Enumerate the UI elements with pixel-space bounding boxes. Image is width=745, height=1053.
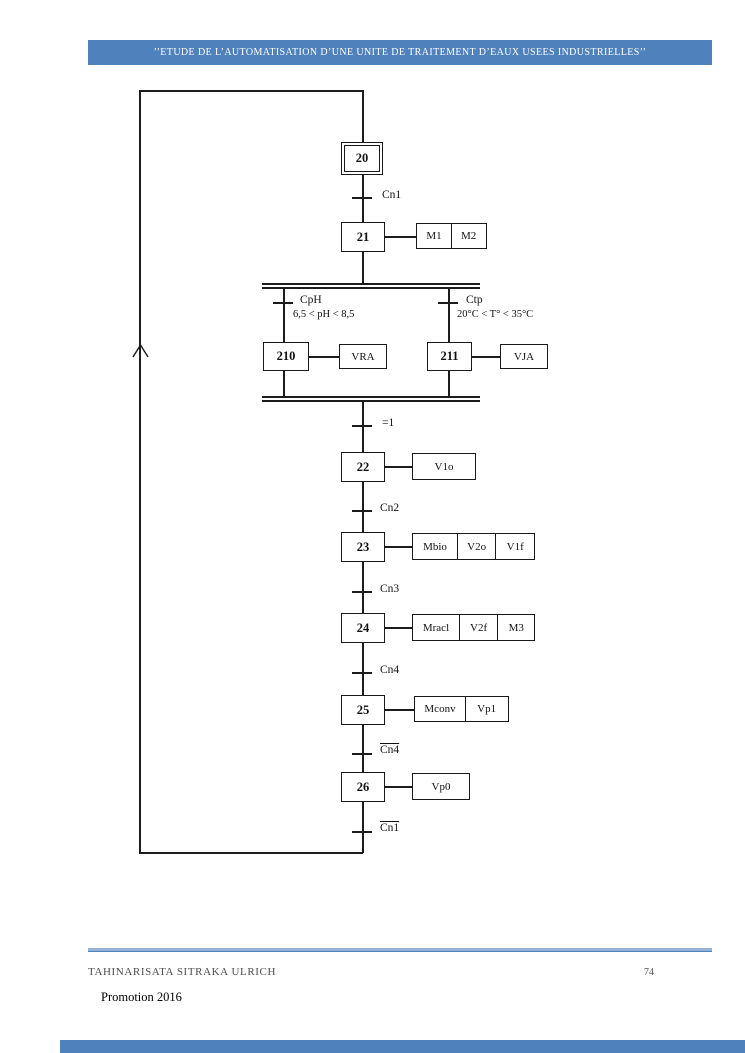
action-box-vra: VRA — [339, 344, 387, 369]
action-box-v1o: V1o — [412, 453, 476, 480]
step-24: 24 — [341, 613, 385, 643]
loop-arrow-up-icon — [132, 344, 149, 358]
parallel-merge-bar — [262, 400, 480, 402]
parallel-split-bar — [262, 283, 480, 285]
action-box-m3: M3 — [497, 614, 536, 641]
flow-line — [362, 802, 364, 853]
footer-divider — [88, 948, 712, 952]
parallel-split-bar — [262, 287, 480, 289]
action-link-line — [309, 356, 339, 358]
flow-line — [362, 175, 364, 222]
footer-page-number: 74 — [644, 967, 654, 978]
action-box-v1f: V1f — [495, 533, 536, 560]
step-21-actions: M1 M2 — [416, 223, 487, 249]
step-25-number: 25 — [356, 702, 370, 717]
step-24-actions: Mracl V2f M3 — [412, 614, 536, 641]
step-22-actions: V1o — [412, 453, 476, 480]
step-26: 26 — [341, 772, 385, 802]
transition-label-cn4: Cn4 — [380, 664, 400, 676]
action-link-line — [385, 786, 412, 788]
transition-label-cn1: Cn1 — [382, 189, 402, 201]
step-22-number: 22 — [356, 459, 370, 474]
branch-line-right — [448, 371, 450, 396]
transition-bar-eq1 — [352, 425, 372, 427]
transition-bar-not-cn4 — [352, 753, 372, 755]
flow-line — [362, 252, 364, 283]
flow-line — [362, 643, 364, 695]
action-box-m2: M2 — [450, 223, 487, 249]
action-box-vp0: Vp0 — [412, 773, 470, 800]
flow-line — [362, 90, 364, 142]
transition-label-cn2: Cn2 — [380, 502, 400, 514]
loop-line-bottom — [139, 852, 363, 854]
action-box-v2o: V2o — [456, 533, 497, 560]
action-box-m1: M1 — [416, 223, 452, 249]
flow-line — [362, 482, 364, 532]
transition-bar-cn3 — [352, 591, 372, 593]
action-box-mracl: Mracl — [412, 614, 460, 641]
step-211-actions: VJA — [500, 344, 548, 369]
branch-line-right — [448, 287, 450, 342]
transition-bar-cn1 — [352, 197, 372, 199]
step-210: 210 — [263, 342, 309, 371]
footer-author: TAHINARISATA SITRAKA ULRICH — [88, 966, 276, 978]
step-21: 21 — [341, 222, 385, 252]
action-box-mconv: Mconv — [414, 696, 466, 722]
step-25: 25 — [341, 695, 385, 725]
step-210-number: 210 — [276, 349, 296, 363]
step-22: 22 — [341, 452, 385, 482]
loop-line-left — [139, 90, 141, 853]
step-24-number: 24 — [356, 620, 370, 635]
action-box-vja: VJA — [500, 344, 548, 369]
transition-label-eq1: =1 — [382, 417, 395, 429]
step-210-actions: VRA — [339, 344, 387, 369]
action-link-line — [385, 546, 412, 548]
step-23-number: 23 — [356, 539, 370, 554]
step-25-actions: Mconv Vp1 — [414, 696, 509, 722]
parallel-merge-bar — [262, 396, 480, 398]
step-23: 23 — [341, 532, 385, 562]
step-20: 20 — [341, 142, 383, 175]
transition-label-not-cn1: Cn1 — [380, 822, 400, 834]
flow-line — [362, 725, 364, 772]
transition-label-ctp: Ctp — [466, 294, 483, 306]
step-20-number: 20 — [355, 151, 369, 165]
step-21-number: 21 — [356, 229, 370, 244]
transition-bar-cph — [273, 302, 293, 304]
flow-line — [362, 562, 364, 613]
transition-bar-cn2 — [352, 510, 372, 512]
action-link-line — [385, 236, 416, 238]
transition-label-cph: CpH — [300, 294, 322, 306]
action-link-line — [385, 709, 414, 711]
transition-bar-cn4 — [352, 672, 372, 674]
footer-promotion: Promotion 2016 — [101, 990, 182, 1004]
transition-condition-cph: 6,5 < pH < 8,5 — [293, 309, 355, 320]
transition-label-cn3: Cn3 — [380, 583, 400, 595]
loop-line-top — [139, 90, 363, 92]
step-26-number: 26 — [356, 779, 370, 794]
footer-accent-bar — [60, 1040, 745, 1053]
transition-bar-not-cn1 — [352, 831, 372, 833]
action-box-vp1: Vp1 — [464, 696, 509, 722]
step-20-inner-border: 20 — [344, 145, 380, 172]
action-link-line — [385, 466, 412, 468]
transition-bar-ctp — [438, 302, 458, 304]
transition-label-not-cn4: Cn4 — [380, 744, 400, 756]
step-26-actions: Vp0 — [412, 773, 470, 800]
transition-condition-ctp: 20°C < T° < 35°C — [457, 309, 534, 320]
action-box-mbio: Mbio — [412, 533, 458, 560]
step-211-number: 211 — [440, 349, 459, 363]
page-header-banner: ’’ETUDE DE L’AUTOMATISATION D’UNE UNITE … — [88, 40, 712, 65]
action-link-line — [385, 627, 412, 629]
action-link-line — [472, 356, 500, 358]
step-211: 211 — [427, 342, 472, 371]
branch-line-left — [283, 287, 285, 342]
branch-line-left — [283, 371, 285, 396]
action-box-v2f: V2f — [458, 614, 499, 641]
step-23-actions: Mbio V2o V1f — [412, 533, 536, 560]
